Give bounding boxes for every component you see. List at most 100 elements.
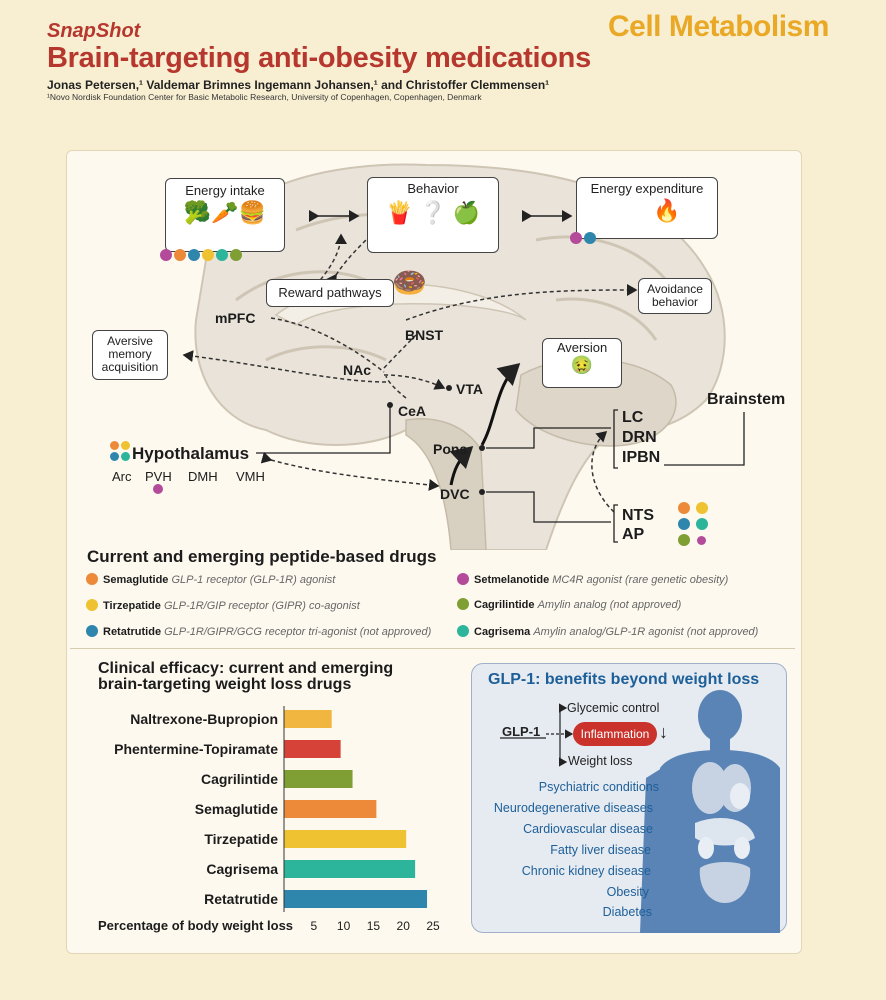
aversion-box: Aversion 🤢	[542, 338, 622, 388]
legend-dot-tirzepatide	[86, 599, 98, 611]
bar-6	[284, 890, 428, 908]
aversive-memory-label: Aversive memory acquisition	[101, 334, 159, 374]
avoidance-behavior-box: Avoidance behavior	[638, 278, 712, 314]
glp1-label: GLP-1	[502, 724, 541, 739]
inflammation-label: Inflammation	[580, 727, 650, 741]
region-vmh: VMH	[236, 469, 265, 484]
legend-cagrilintide: Cagrilintide Amylin analog (not approved…	[457, 598, 681, 611]
legend-setmelanotide: Setmelanotide MC4R agonist (rare genetic…	[457, 573, 728, 586]
dot-retatrutide-ee	[584, 232, 596, 244]
bar-3	[284, 800, 377, 818]
region-pvh: PVH	[145, 469, 172, 484]
dot-bs-tirzepatide	[696, 502, 708, 514]
benefit-diabetes: Diabetes	[602, 905, 652, 919]
x-tick-0: 5	[310, 919, 317, 933]
behavior-box: Behavior 🍟 ❔ 🍏	[367, 177, 499, 253]
dot-bs-semaglutide	[678, 502, 690, 514]
region-mpfc: mPFC	[215, 310, 256, 326]
bar-label-1: Phentermine-Topiramate	[114, 741, 278, 757]
legend-semaglutide: Semaglutide GLP-1 receptor (GLP-1R) agon…	[86, 573, 335, 586]
food-icon: 🥦🥕🍔	[183, 200, 267, 225]
glycemic-control: Glycemic control	[567, 701, 660, 715]
dot-bs-cagrilintide	[678, 534, 690, 546]
reward-pathways-box: Reward pathways	[266, 279, 394, 307]
legend-tirzepatide: Tirzepatide GLP-1R/GIP receptor (GIPR) c…	[86, 599, 360, 612]
choice-icon: 🍟 ❔ 🍏	[385, 200, 481, 225]
reward-pathways-label: Reward pathways	[278, 285, 382, 300]
x-tick-3: 20	[397, 919, 411, 933]
bar-label-0: Naltrexone-Bupropion	[130, 711, 278, 727]
legend-cagrisema: Cagrisema Amylin analog/GLP-1R agonist (…	[457, 625, 758, 638]
benefit-neurodegenerative: Neurodegenerative diseases	[493, 801, 653, 815]
dot-hyp-retatrutide	[110, 452, 119, 461]
region-drn: DRN	[622, 429, 657, 446]
energy-intake-box: Energy intake 🥦🥕🍔	[165, 178, 285, 252]
dot-bs-cagrisema	[696, 518, 708, 530]
authors: Jonas Petersen,¹ Valdemar Brimnes Ingema…	[47, 78, 550, 92]
bar-label-6: Retatrutide	[204, 891, 278, 907]
bar-label-4: Tirzepatide	[204, 831, 278, 847]
energy-expenditure-box: Energy expenditure 🔥	[576, 177, 718, 239]
region-arc: Arc	[112, 469, 132, 484]
dot-hyp-semaglutide	[110, 441, 119, 450]
efficacy-title-line1: Clinical efficacy: current and emerging	[98, 660, 394, 677]
drugs-legend-title: Current and emerging peptide-based drugs	[87, 547, 437, 566]
glp1-panel-title: GLP-1: benefits beyond weight loss	[488, 671, 760, 688]
region-hypothalamus: Hypothalamus	[132, 444, 250, 463]
region-nts: NTS	[622, 507, 654, 524]
region-pons: Pons	[433, 441, 468, 457]
dot-tirzepatide	[202, 249, 214, 261]
dot-setmelanotide-ee	[570, 232, 582, 244]
benefit-fatty-liver: Fatty liver disease	[550, 843, 651, 857]
legend-dot-setmelanotide	[457, 573, 469, 585]
legend-retatrutide: Retatrutide GLP-1R/GIPR/GCG receptor tri…	[86, 625, 431, 638]
page-title: Brain-targeting anti-obesity medications	[47, 42, 591, 74]
bar-1	[284, 740, 341, 758]
bar-2	[284, 770, 353, 788]
benefit-obesity: Obesity	[606, 885, 649, 899]
bar-label-5: Cagrisema	[206, 861, 278, 877]
region-brainstem: Brainstem	[707, 391, 786, 408]
dot-cagrilintide	[230, 249, 242, 261]
region-cea: CeA	[398, 403, 427, 419]
journal-name: Cell Metabolism	[608, 10, 829, 43]
bar-0	[284, 710, 332, 728]
region-lc: LC	[622, 409, 644, 426]
dot-hyp-cagrisema	[121, 452, 130, 461]
region-dvc: DVC	[440, 486, 470, 502]
legend-divider	[70, 648, 795, 649]
x-tick-2: 15	[367, 919, 381, 933]
glp1-effect-arrows	[500, 703, 574, 767]
bar-4	[284, 830, 407, 848]
efficacy-title-line2: brain-targeting weight loss drugs	[98, 676, 352, 693]
energy-expenditure-label: Energy expenditure	[590, 181, 704, 196]
region-ap: AP	[622, 526, 645, 543]
region-vta: VTA	[456, 381, 483, 397]
dot-hyp-tirzepatide	[121, 441, 130, 450]
behavior-label: Behavior	[407, 181, 459, 196]
energy-intake-label: Energy intake	[185, 183, 265, 198]
fire-icon: 🔥	[653, 198, 681, 223]
x-axis-label: Percentage of body weight loss	[98, 918, 293, 933]
x-tick-4: 25	[426, 919, 440, 933]
efficacy-bar-chart: Naltrexone-BupropionPhentermine-Topirama…	[98, 706, 440, 933]
dot-cagrisema	[216, 249, 228, 261]
dot-setmelanotide	[160, 249, 172, 261]
dot-retatrutide	[188, 249, 200, 261]
benefit-kidney: Chronic kidney disease	[521, 864, 651, 878]
snapshot-label: SnapShot	[47, 20, 141, 42]
down-arrow-icon: ↓	[659, 722, 668, 742]
benefit-cardiovascular: Cardiovascular disease	[523, 822, 653, 836]
bar-5	[284, 860, 416, 878]
legend-dot-semaglutide	[86, 573, 98, 585]
legend-dot-cagrilintide	[457, 598, 469, 610]
dot-bs-setmelanotide	[697, 536, 706, 545]
human-body-icon	[640, 690, 780, 933]
donut-icon: 🍩	[392, 267, 427, 298]
benefit-psychiatric: Psychiatric conditions	[538, 780, 659, 794]
inflammation-badge: Inflammation	[573, 722, 657, 746]
dot-pvh-setmelanotide	[153, 484, 163, 494]
region-bnst: BNST	[405, 327, 444, 343]
bar-label-3: Semaglutide	[195, 801, 278, 817]
efficacy-title: Clinical efficacy: current and emerging …	[98, 661, 393, 693]
